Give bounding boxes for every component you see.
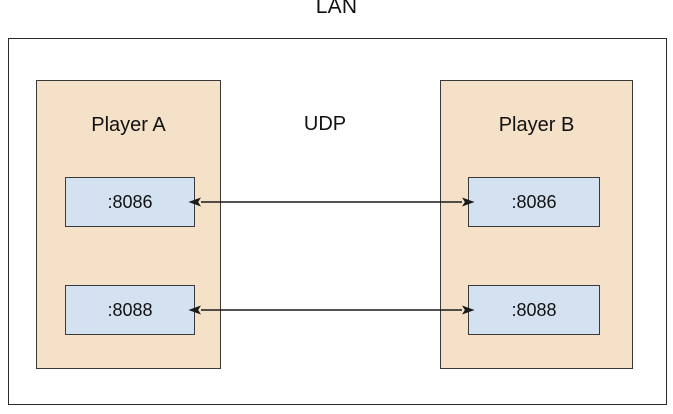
player-a-port-8088[interactable]: :8088 bbox=[65, 285, 195, 335]
player-a-port-8086-label: :8086 bbox=[107, 192, 153, 212]
player-b-port-8086[interactable]: :8086 bbox=[468, 177, 600, 227]
connection-arrow-8088 bbox=[188, 305, 475, 315]
player-b-port-8088-label: :8088 bbox=[511, 300, 557, 320]
player-b-label: Player B bbox=[498, 114, 575, 136]
player-a-label: Player A bbox=[91, 114, 166, 136]
player-a-port-8088-label: :8088 bbox=[107, 300, 153, 320]
lan-title-label: LAN bbox=[315, 0, 358, 18]
connection-arrow-8086 bbox=[188, 197, 475, 207]
player-a-port-8086[interactable]: :8086 bbox=[65, 177, 195, 227]
player-b-port-8088[interactable]: :8088 bbox=[468, 285, 600, 335]
udp-protocol-label: UDP bbox=[303, 113, 347, 135]
player-b-port-8086-label: :8086 bbox=[511, 192, 557, 212]
